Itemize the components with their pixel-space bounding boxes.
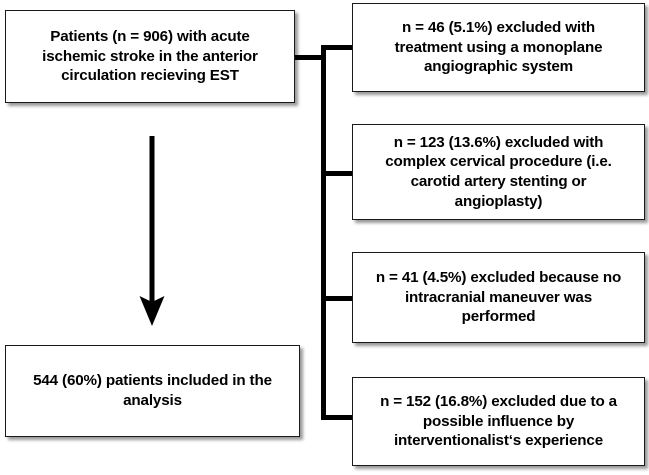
node-exclusion-cervical: n = 123 (13.6%) excluded with complex ce… — [352, 124, 645, 220]
node-source-cohort: Patients (n = 906) with acute ischemic s… — [5, 10, 295, 103]
node-included-cohort: 544 (60%) patients included in the analy… — [5, 345, 300, 437]
connector-branch-arm-1 — [321, 45, 354, 50]
connector-source-stub — [295, 55, 325, 60]
node-exclusion-cervical-text: n = 123 (13.6%) excluded with complex ce… — [385, 133, 612, 210]
connector-branch-arm-2 — [321, 171, 354, 176]
node-source-cohort-text: Patients (n = 906) with acute ischemic s… — [42, 27, 258, 85]
node-included-cohort-text: 544 (60%) patients included in the analy… — [33, 372, 272, 409]
node-exclusion-experience-text: n = 152 (16.8%) excluded due to a possib… — [380, 392, 617, 450]
node-exclusion-monoplane-text: n = 46 (5.1%) excluded with treatment us… — [394, 18, 603, 76]
node-exclusion-no-intracranial: n = 41 (4.5%) excluded because no intrac… — [352, 252, 645, 343]
node-exclusion-no-intracranial-text: n = 41 (4.5%) excluded because no intrac… — [375, 268, 622, 326]
connector-branch-arm-3 — [321, 296, 354, 301]
node-exclusion-monoplane: n = 46 (5.1%) excluded with treatment us… — [352, 3, 645, 92]
connector-bracket-spine — [321, 45, 326, 420]
node-exclusion-experience: n = 152 (16.8%) excluded due to a possib… — [352, 377, 645, 466]
arrow-down-icon — [139, 136, 165, 326]
connector-branch-arm-4 — [321, 415, 354, 420]
